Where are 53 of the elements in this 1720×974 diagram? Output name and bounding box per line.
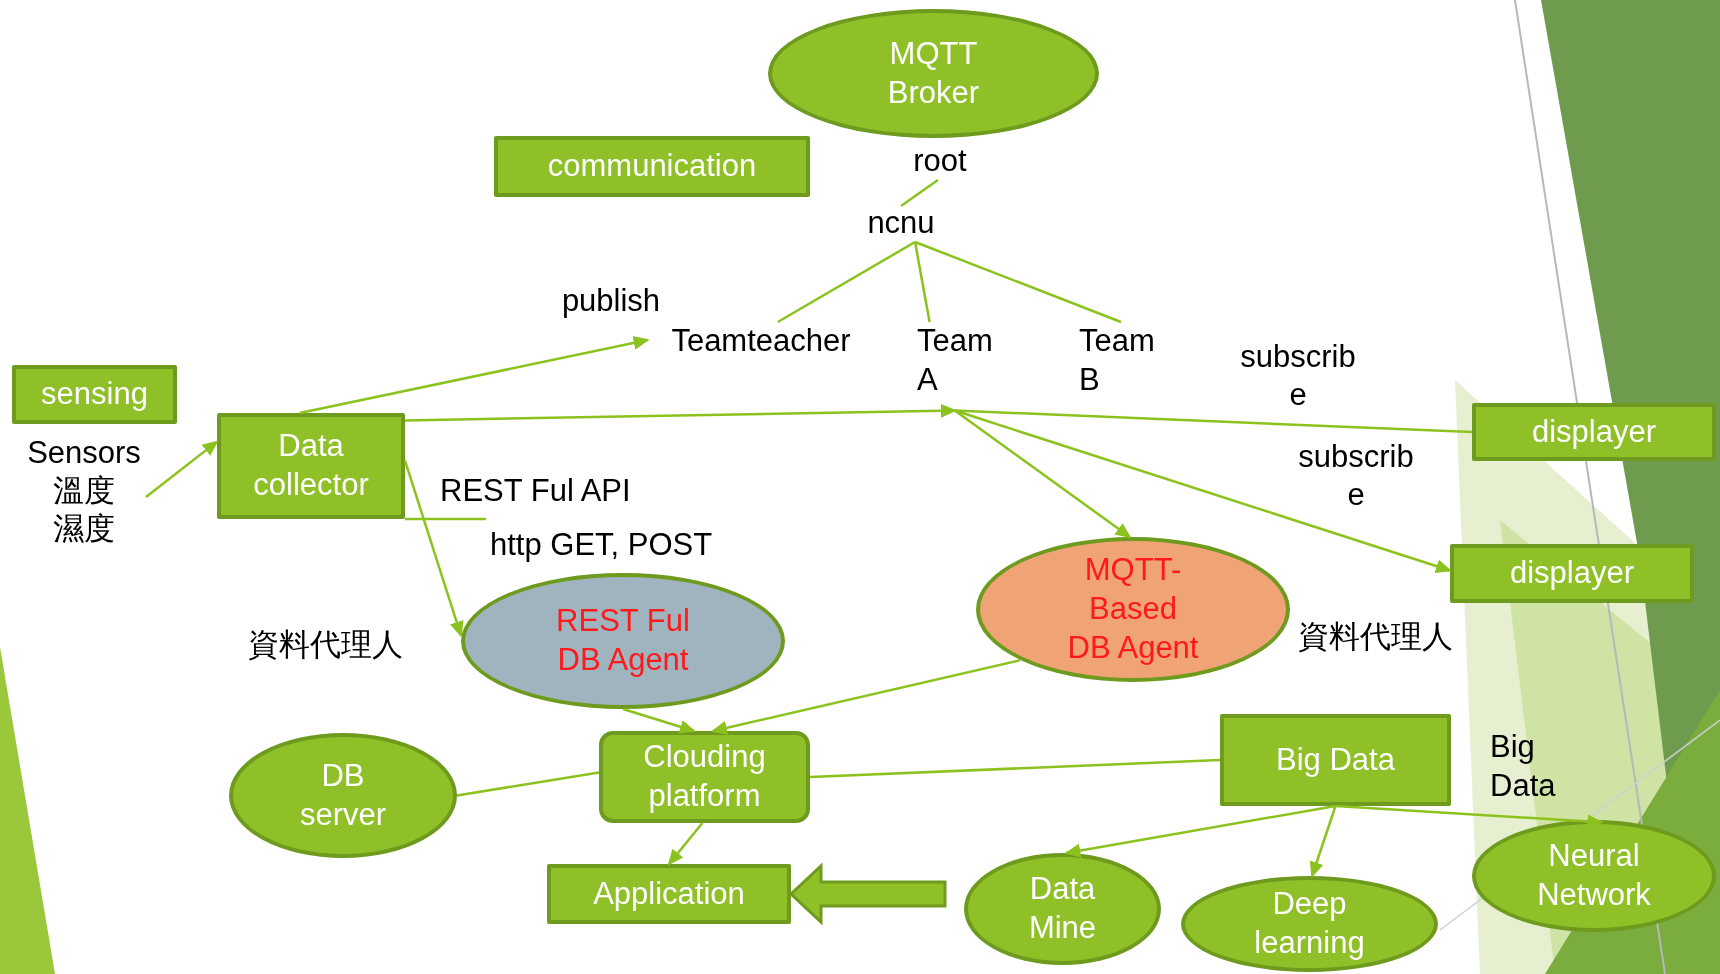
- side-note: Big Data: [1490, 728, 1557, 805]
- connector-line: [456, 771, 600, 797]
- connector-line: [900, 178, 939, 207]
- sensor-label: Sensors: [27, 434, 141, 472]
- rounded-box: [599, 731, 810, 823]
- topic-label: root: [905, 142, 975, 180]
- connector-line: [954, 409, 1473, 434]
- node-label: communication: [547, 147, 757, 186]
- arrow: [954, 409, 1132, 539]
- process-box: [1472, 403, 1716, 461]
- side-note: 資料代理人: [248, 626, 404, 664]
- node-label: DB server: [298, 756, 388, 834]
- arrow: [954, 409, 1452, 573]
- process-box: [494, 136, 810, 197]
- process-box: [12, 365, 177, 424]
- connector-line: [914, 240, 1122, 324]
- arrow: [145, 440, 219, 498]
- node-label: MQTT-Based DB Agent: [1066, 551, 1200, 667]
- node-label: Big Data: [1276, 740, 1395, 779]
- node-label: sensing: [41, 375, 148, 414]
- node-label: MQTT Broker: [886, 34, 981, 112]
- arrow: [404, 403, 957, 422]
- annotation-text: http GET, POST: [490, 526, 713, 564]
- process-box: [1450, 544, 1694, 603]
- sensor-label: 濕度: [53, 509, 115, 548]
- arrow: [299, 336, 650, 415]
- node-label: displayer: [1509, 554, 1635, 593]
- connector-line: [809, 758, 1221, 779]
- process-box: [547, 864, 791, 924]
- node-label: Data collector: [252, 427, 370, 504]
- node-label: Neural Network: [1536, 837, 1652, 914]
- arrow: [622, 707, 696, 734]
- annotation-text: REST Ful API: [440, 472, 631, 510]
- node-label: displayer: [1531, 412, 1657, 451]
- connector-line: [405, 517, 486, 521]
- node-label: Application: [593, 874, 745, 913]
- node-label: Data Mine: [1027, 870, 1098, 947]
- block-arrow: [788, 862, 947, 926]
- arrow: [1309, 805, 1337, 878]
- sensor-label: 溫度: [53, 471, 115, 510]
- process-box: [217, 413, 405, 519]
- arrow: [667, 822, 704, 866]
- topic-label: Teamteacher: [656, 322, 866, 362]
- node-label: Clouding platform: [642, 738, 767, 815]
- connector-line: [777, 240, 916, 324]
- topic-label: Team B: [1079, 322, 1163, 404]
- topic-label: Team A: [917, 322, 1001, 404]
- connector-line: [913, 241, 931, 323]
- side-note: 資料代理人: [1298, 618, 1454, 656]
- process-box: [1220, 714, 1451, 806]
- topic-label: ncnu: [862, 204, 940, 242]
- node-label: Deep learning: [1253, 885, 1366, 962]
- node-label: REST Ful DB Agent: [555, 602, 691, 679]
